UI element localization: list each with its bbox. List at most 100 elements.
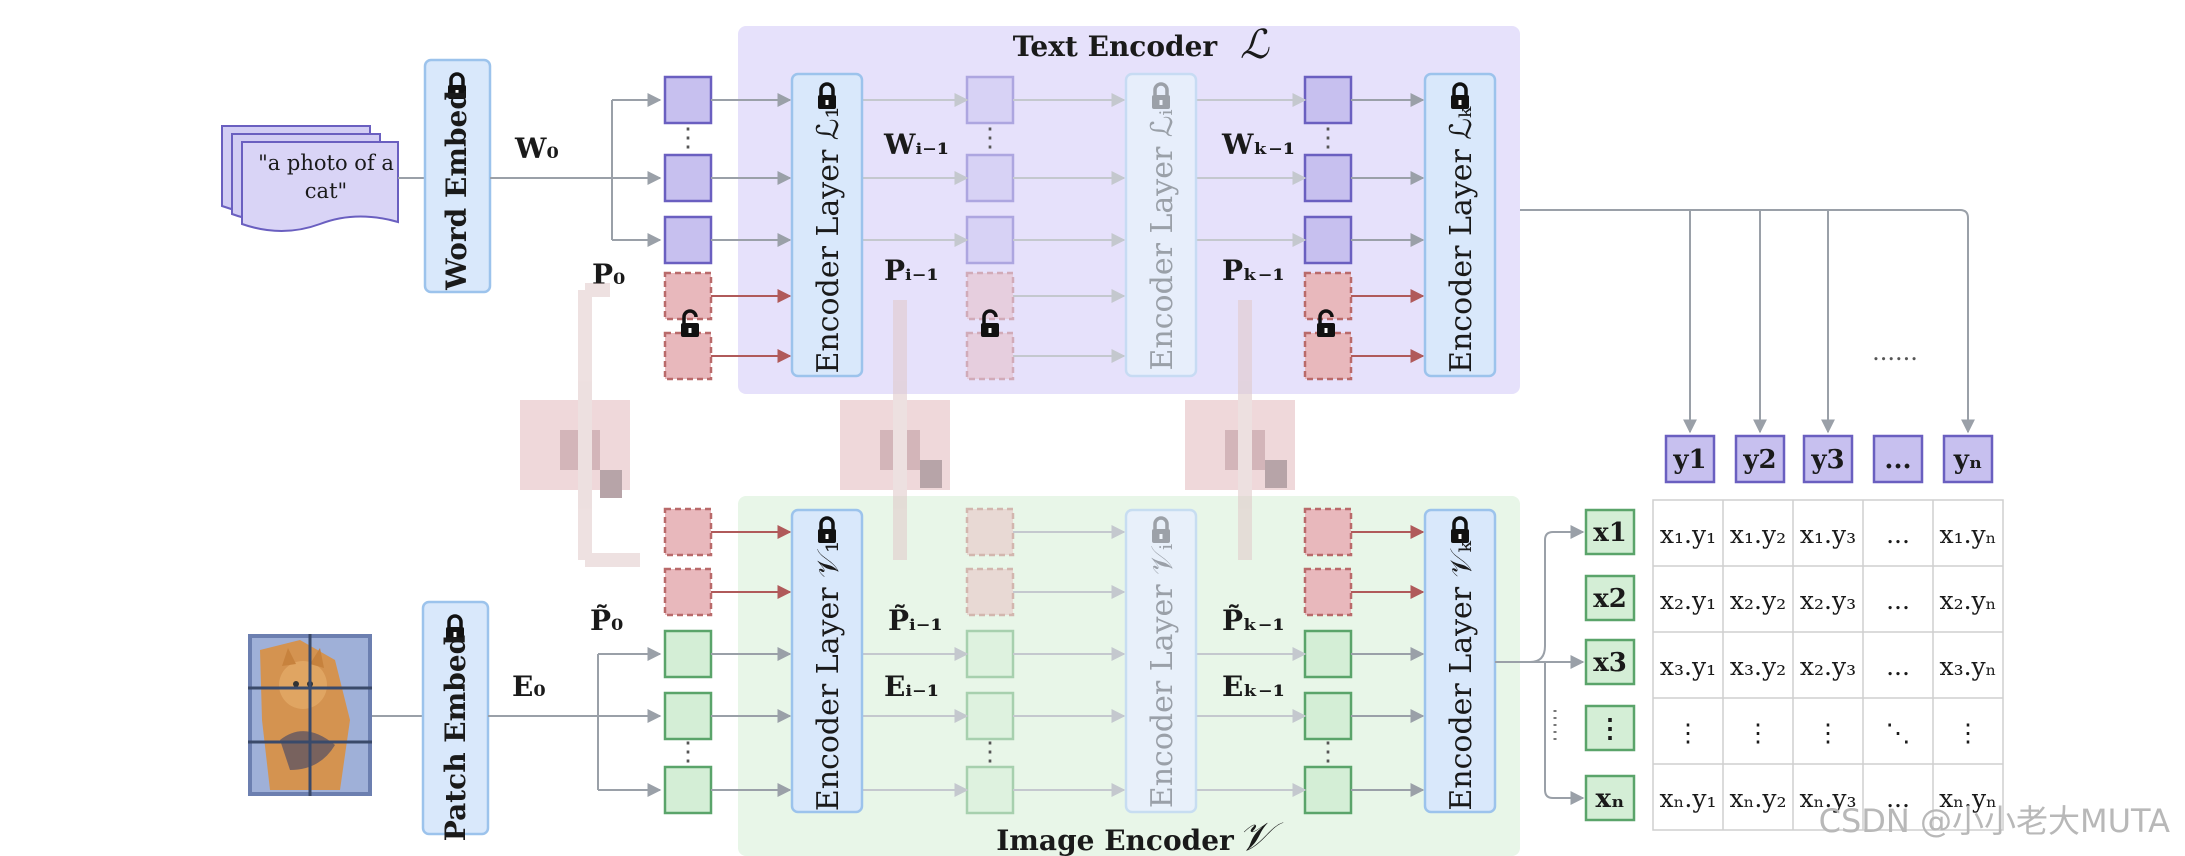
image-output-tokens: x1 x2 x3 ⋮ xₙ [1584,508,1636,822]
image-prompt-token [1303,507,1353,557]
text-prompt-line1: "a photo of a [258,151,394,175]
image-output-label: x3 [1593,648,1627,678]
matrix-cell: ... [1886,586,1910,615]
image-output-label: x2 [1593,584,1627,614]
matrix-cell: x₂.y₂ [1730,586,1786,615]
prompt-coupling-function-3 [1185,300,1295,560]
image-token [663,691,713,741]
output-ellipsis: ...... [1872,338,1918,366]
image-output-box [1584,704,1636,752]
label-pti1: P̃ᵢ₋₁ [888,604,943,637]
label-pk1: Pₖ₋₁ [1222,254,1285,287]
text-prompt-token [663,331,713,381]
label-wk1: Wₖ₋₁ [1221,128,1295,161]
image-token [965,765,1015,815]
image-prompt-token [663,567,713,617]
text-prompt-token [965,331,1015,381]
text-output-box [1942,434,1994,484]
image-token [1303,629,1353,679]
matrix-cell: x₁.y₂ [1730,520,1786,549]
image-output-label: xₙ [1596,784,1625,814]
image-token [663,629,713,679]
text-output-tokens: y1 y2 y3... yₙ [1664,434,1994,484]
text-output-box [1802,434,1854,484]
prompt-coupling-function-2 [840,300,950,560]
text-token [663,153,713,203]
image-encoder-layer-i [1124,508,1198,814]
text-token [663,215,713,265]
image-prompt-token [965,507,1015,557]
label-ek1: Eₖ₋₁ [1222,670,1285,703]
text-output-label: y3 [1810,445,1844,475]
text-prompt-line2: cat" [305,179,347,203]
text-token [663,75,713,125]
matrix-cell: x₃.y₁ [1660,652,1716,681]
text-output-label: y2 [1742,445,1776,475]
vertical-ellipsis: ⋮ [1315,123,1341,153]
text-token [965,75,1015,125]
matrix-cell: ⋮ [1816,718,1841,747]
text-output-label: yₙ [1953,445,1983,475]
image-token [965,629,1015,679]
text-output-label: ... [1884,445,1911,475]
matrix-cell: x₃.yₙ [1939,652,1996,681]
prompt-coupling-function-1 [520,283,640,567]
image-encoder-layer-k-label: Encoder Layer 𝒱ₖ [1444,540,1479,810]
matrix-cell: x₃.y₂ [1730,652,1786,681]
image-token [965,691,1015,741]
text-encoder-layer-i-label: Encoder Layer ℒᵢ [1145,110,1180,371]
text-token [965,215,1015,265]
image-encoder-layer-1 [790,508,864,814]
watermark: CSDN @小小老大MUTA [1819,802,2171,840]
label-e0: E₀ [512,670,546,703]
label-w0: W₀ [514,132,559,165]
word-embed-label: Word Embed [440,90,473,291]
image-prompt-token [1303,567,1353,617]
matrix-cell: xₙ.y₂ [1729,784,1786,813]
text-token-columns: ⋮ ⋮ ⋮ [663,75,1425,381]
text-output-label: y1 [1672,445,1706,475]
matrix-cell: ⋱ [1886,718,1911,747]
vertical-ellipsis: ⋮ [977,737,1003,767]
matrix-cell: ⋮ [1676,718,1701,747]
text-token [965,153,1015,203]
label-wi1: Wᵢ₋₁ [883,128,949,161]
matrix-cell: x₁.y₁ [1660,520,1716,549]
matrix-cell: ... [1886,520,1910,549]
vertical-ellipsis: ⋮ [675,123,701,153]
image-prompt-token [965,567,1015,617]
image-output-label: x1 [1593,518,1627,548]
image-prompt-token [663,507,713,557]
cat-image [248,634,372,796]
matrix-cell: ⋮ [1746,718,1771,747]
matrix-cell: x₂.y₁ [1660,586,1716,615]
matrix-cell: x₂.y₃ [1800,652,1856,681]
text-output-box [1872,434,1924,484]
image-output-box [1584,774,1636,822]
image-output-box [1584,638,1636,686]
image-encoder-title: Image Encoder [996,824,1235,856]
vertical-ellipsis: ⋮ [977,123,1003,153]
image-output-box [1584,574,1636,622]
matrix-cell: xₙ.y₁ [1659,784,1716,813]
matrix-cell: xₙ.y₃ [1799,784,1856,813]
text-encoder-title: Text Encoder [1013,30,1219,63]
matrix-cell: ⋮ [1956,718,1981,747]
text-token [1303,215,1353,265]
image-encoder-layer-1-label: Encoder Layer 𝒱₁ [811,541,846,811]
label-ptk1: P̃ₖ₋₁ [1222,604,1285,637]
image-token [1303,691,1353,741]
image-output-label: ⋮ [1597,714,1623,744]
label-pi1: Pᵢ₋₁ [884,254,939,287]
image-token-columns: ⋮ ⋮ ⋮ [663,507,1425,815]
image-output-box [1584,508,1636,556]
text-token [1303,75,1353,125]
text-output-box [1734,434,1786,484]
text-token [1303,153,1353,203]
image-encoder-layer-i-label: Encoder Layer 𝒱ᵢ [1145,544,1180,808]
vertical-ellipsis: ⋮ [1315,737,1341,767]
text-encoder-symbol: ℒ [1240,22,1270,68]
vertical-ellipsis: ⋮ [675,737,701,767]
